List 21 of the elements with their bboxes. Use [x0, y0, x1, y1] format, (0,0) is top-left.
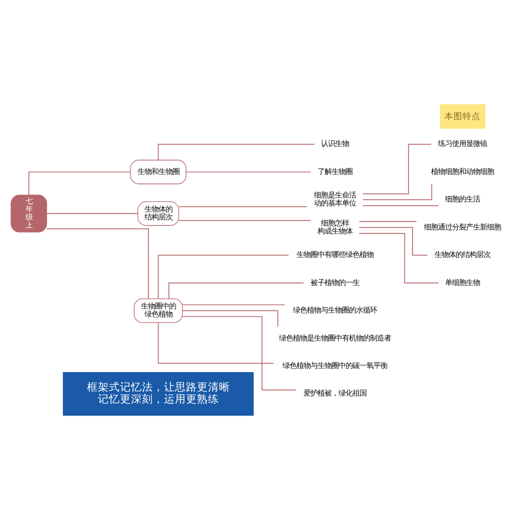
- connector: [158, 322, 274, 364]
- connector: [362, 205, 440, 206]
- label: 记忆更深刻，运用更熟练: [98, 393, 219, 406]
- connector: [178, 206, 308, 208]
- connector: [182, 316, 296, 390]
- connector: [158, 144, 315, 160]
- connector: [358, 221, 417, 222]
- connector: [358, 227, 428, 256]
- connector: [362, 144, 432, 194]
- connector: [168, 282, 304, 300]
- connector: [182, 310, 278, 327]
- connector: [158, 254, 289, 300]
- label: 本图特点: [444, 112, 481, 122]
- connector: [182, 304, 286, 306]
- connector: [362, 184, 432, 200]
- connector: [46, 213, 138, 214]
- connector: [358, 232, 440, 284]
- connector: [178, 220, 312, 221]
- label: 框架式记忆法，让思路更清晰: [86, 381, 230, 394]
- connector: [28, 172, 131, 196]
- connector: [46, 228, 149, 300]
